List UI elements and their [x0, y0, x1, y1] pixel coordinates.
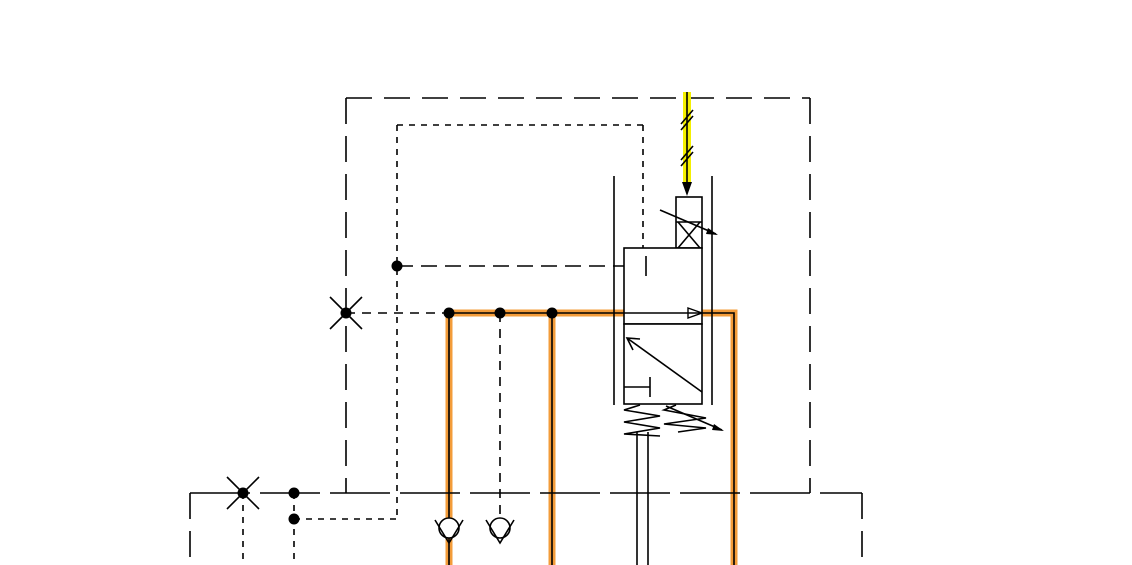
junction-dot [391, 260, 403, 272]
junction-dot [288, 513, 300, 525]
proportional-valve [613, 176, 724, 565]
valve-envelope-upper [623, 247, 703, 325]
spring-icon [623, 404, 661, 437]
junction-dot [494, 307, 506, 319]
junction-dot [443, 307, 455, 319]
orifice-cross-icon [329, 296, 363, 330]
outer-boundary [345, 97, 811, 493]
signal-line-highlighted [680, 92, 694, 196]
check-valve-icon [485, 517, 515, 545]
orifice-cross-icon [226, 476, 260, 510]
pilot-line-loop [396, 124, 644, 519]
check-valve-icon [434, 517, 464, 545]
spring-icon [661, 404, 707, 433]
highlighted-flow-path [445, 309, 738, 565]
junction-dot [546, 307, 558, 319]
junction-dot [288, 487, 300, 499]
drain-line-bus [189, 492, 863, 565]
